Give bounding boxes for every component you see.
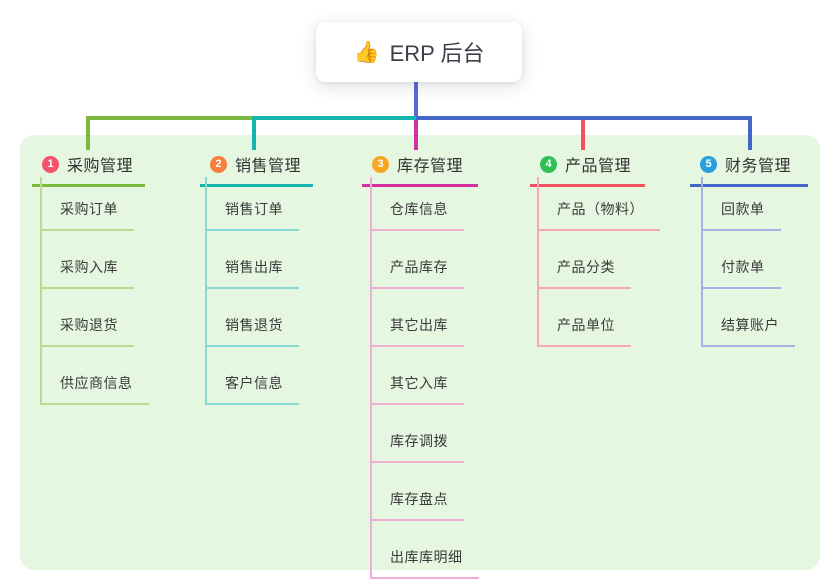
child-node[interactable]: 出库库明细	[372, 548, 479, 579]
branch-number-badge: 5	[700, 155, 717, 173]
child-node[interactable]: 采购订单	[42, 200, 134, 231]
branches-background-panel	[20, 135, 820, 570]
child-node-label: 其它入库	[390, 375, 448, 391]
branch-node-product[interactable]: 4 产品管理	[530, 146, 645, 187]
drop-line-finance	[748, 116, 752, 150]
drop-line-inventory	[414, 120, 418, 150]
child-node[interactable]: 产品分类	[539, 258, 631, 289]
branch-label: 采购管理	[67, 158, 134, 175]
child-node-label: 其它出库	[390, 317, 448, 333]
root-node-erp[interactable]: 👍 ERP 后台	[316, 22, 522, 82]
branch-node-sales[interactable]: 2 销售管理	[200, 146, 313, 187]
branch-label: 库存管理	[397, 158, 464, 175]
child-node-label: 采购入库	[60, 259, 118, 275]
drop-line-purchase	[86, 116, 90, 150]
drop-line-product	[581, 120, 585, 150]
child-node[interactable]: 销售退货	[207, 316, 299, 347]
child-node[interactable]: 供应商信息	[42, 374, 149, 405]
child-node[interactable]: 客户信息	[207, 374, 299, 405]
branch-label: 产品管理	[565, 158, 632, 175]
child-node-label: 采购退货	[60, 317, 118, 333]
child-node-label: 回款单	[721, 201, 765, 217]
branch-children-finance: 回款单付款单结算账户	[701, 177, 795, 347]
child-node-label: 采购订单	[60, 201, 118, 217]
branch-label: 销售管理	[235, 158, 302, 175]
child-node[interactable]: 回款单	[703, 200, 781, 231]
child-node-label: 产品分类	[557, 259, 615, 275]
bus-segment-purchase	[86, 116, 252, 120]
child-node-label: 供应商信息	[60, 375, 133, 391]
branch-node-finance[interactable]: 5 财务管理	[690, 146, 808, 187]
child-node-label: 销售出库	[225, 259, 283, 275]
child-node[interactable]: 销售出库	[207, 258, 299, 289]
child-node-label: 产品（物料）	[557, 201, 644, 217]
branch-label: 财务管理	[725, 158, 792, 175]
bus-segment-right	[416, 116, 752, 120]
child-node-label: 销售订单	[225, 201, 283, 217]
child-node-label: 库存盘点	[390, 491, 448, 507]
child-node-label: 仓库信息	[390, 201, 448, 217]
child-node[interactable]: 销售订单	[207, 200, 299, 231]
branch-number-badge: 3	[372, 155, 389, 173]
child-node[interactable]: 仓库信息	[372, 200, 464, 231]
child-node[interactable]: 产品单位	[539, 316, 631, 347]
branch-children-inventory: 仓库信息产品库存其它出库其它入库库存调拨库存盘点出库库明细	[370, 177, 479, 579]
child-node[interactable]: 其它出库	[372, 316, 464, 347]
child-node-label: 库存调拨	[390, 433, 448, 449]
child-node[interactable]: 付款单	[703, 258, 781, 289]
child-node[interactable]: 产品（物料）	[539, 200, 660, 231]
child-node[interactable]: 采购入库	[42, 258, 134, 289]
child-node[interactable]: 采购退货	[42, 316, 134, 347]
child-node-label: 产品库存	[390, 259, 448, 275]
child-node[interactable]: 库存盘点	[372, 490, 464, 521]
child-node-label: 销售退货	[225, 317, 283, 333]
branch-children-sales: 销售订单销售出库销售退货客户信息	[205, 177, 299, 405]
branch-children-purchase: 采购订单采购入库采购退货供应商信息	[40, 177, 149, 405]
bus-segment-sales	[252, 116, 416, 120]
branch-number-badge: 1	[42, 155, 59, 173]
branch-number-badge: 4	[540, 155, 557, 173]
child-node-label: 结算账户	[721, 317, 779, 333]
branch-number-badge: 2	[210, 155, 227, 173]
root-connector-line	[414, 82, 418, 116]
root-node-label: ERP 后台	[389, 41, 485, 66]
child-node-label: 付款单	[721, 259, 765, 275]
child-node-label: 客户信息	[225, 375, 283, 391]
branch-node-inventory[interactable]: 3 库存管理	[362, 146, 478, 187]
child-node[interactable]: 结算账户	[703, 316, 795, 347]
child-node[interactable]: 其它入库	[372, 374, 464, 405]
child-node-label: 产品单位	[557, 317, 615, 333]
child-node-label: 出库库明细	[390, 549, 463, 565]
branch-node-purchase[interactable]: 1 采购管理	[32, 146, 145, 187]
branch-children-product: 产品（物料） 产品分类产品单位	[537, 177, 660, 347]
drop-line-sales	[252, 116, 256, 150]
child-node[interactable]: 产品库存	[372, 258, 464, 289]
child-node[interactable]: 库存调拨	[372, 432, 464, 463]
thumbs-up-icon: 👍	[353, 40, 380, 64]
